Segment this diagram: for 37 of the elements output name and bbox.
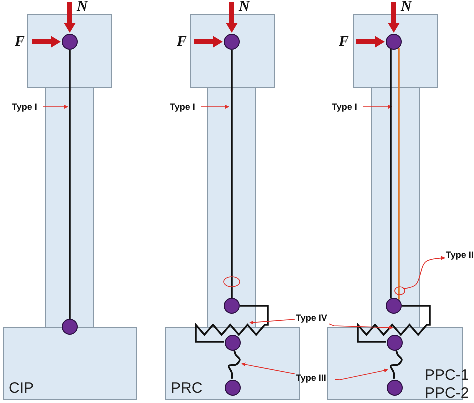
base-block: [3, 327, 137, 400]
force-label: F: [177, 35, 188, 50]
node-circle: [387, 335, 403, 351]
element-line: [390, 349, 403, 380]
leader-line: [42, 105, 68, 109]
specimen-label: CIP: [9, 380, 34, 397]
type-label: Type IV: [296, 313, 332, 323]
force-label: N: [401, 0, 412, 15]
element-line: [69, 50, 71, 319]
element-line: [390, 49, 392, 299]
type-label: Type I: [170, 102, 200, 112]
element-line: [195, 305, 269, 343]
node-circle: [225, 380, 241, 396]
node-circle: [225, 335, 241, 351]
leader-line: [250, 319, 296, 325]
leader-line: [200, 105, 230, 109]
type-label: Type I: [12, 102, 42, 112]
force-label: N: [239, 0, 250, 15]
leader-line: [402, 256, 446, 290]
specimen-label: PPC-2: [425, 385, 470, 402]
specimen-label: PPC-1: [425, 367, 470, 384]
element-line: [228, 349, 241, 380]
node-circle: [387, 380, 403, 396]
leader-line: [362, 105, 392, 109]
leader-line: [242, 362, 296, 375]
type-label: Type III: [296, 373, 334, 383]
element-line: [357, 305, 431, 343]
leader-line: [334, 368, 388, 380]
element-line: [398, 48, 400, 300]
force-label: N: [77, 0, 88, 15]
element-line: [231, 50, 233, 298]
type-label: Type I: [332, 102, 362, 112]
force-label: F: [15, 35, 26, 50]
type-label: Type II: [446, 250, 474, 260]
leader-line: [328, 324, 394, 330]
force-label: F: [339, 35, 350, 50]
specimen-label: PRC: [171, 380, 203, 397]
